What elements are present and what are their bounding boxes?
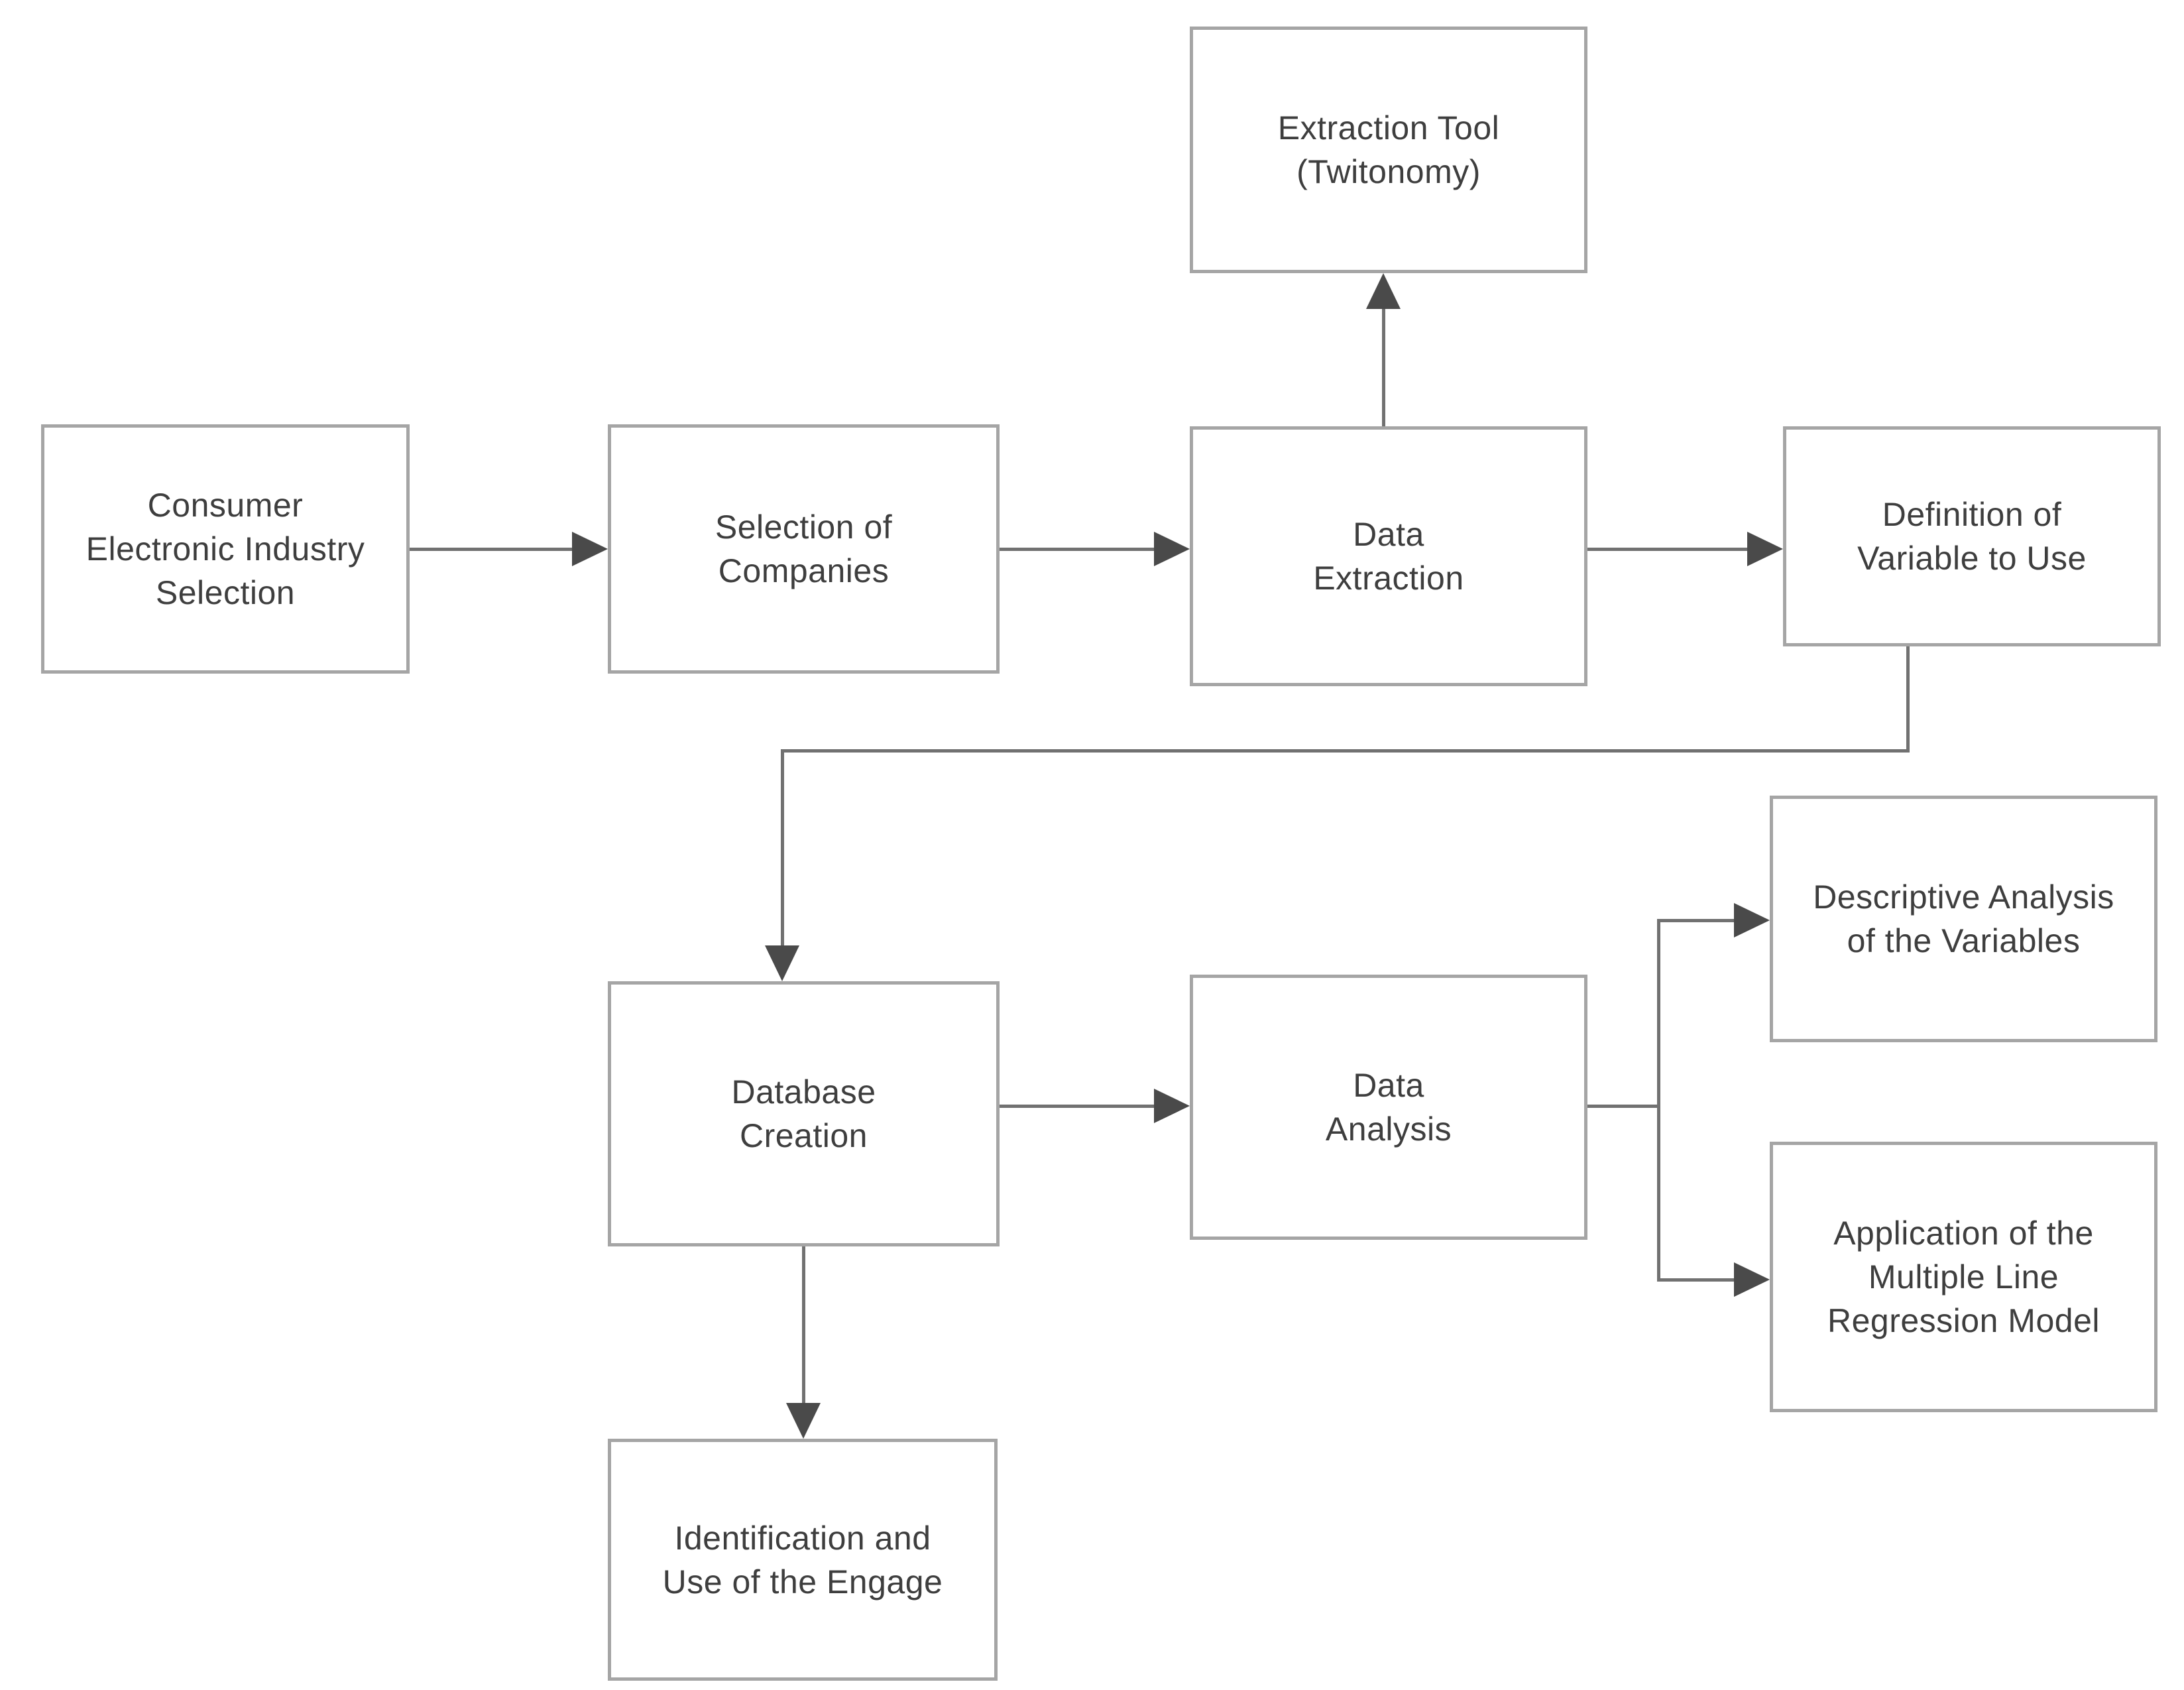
node-consumer-electronic-industry-selection-label: Consumer Electronic Industry Selection <box>86 487 365 611</box>
arrowhead-up-icon <box>1366 273 1401 309</box>
arrowhead-right-icon <box>1747 532 1783 566</box>
arrowhead-right-icon <box>572 532 608 566</box>
arrowhead-right-icon <box>1154 532 1190 566</box>
edge-analysis-to-descriptive-line <box>1657 919 1737 922</box>
edge-definition-to-database-descent-line <box>781 749 784 948</box>
edge-database-to-analysis-line <box>1000 1105 1157 1108</box>
edge-definition-to-database-horizontal-line <box>781 749 1910 753</box>
node-definition-of-variable-to-use-label: Definition of Variable to Use <box>1857 496 2087 577</box>
node-extraction-tool: Extraction Tool (Twitonomy) <box>1190 27 1587 273</box>
arrowhead-right-icon <box>1154 1089 1190 1123</box>
arrowhead-right-icon <box>1734 903 1770 937</box>
node-consumer-electronic-industry-selection: Consumer Electronic Industry Selection <box>41 424 410 674</box>
edge-extraction-to-definition-line <box>1587 548 1750 551</box>
node-database-creation-label: Database Creation <box>731 1073 876 1154</box>
edge-extraction-to-tool-line <box>1382 304 1385 426</box>
node-selection-of-companies-label: Selection of Companies <box>715 509 893 589</box>
node-data-extraction-label: Data Extraction <box>1313 516 1464 597</box>
edge-analysis-branch-stem-line <box>1587 1105 1660 1108</box>
node-extraction-tool-label: Extraction Tool (Twitonomy) <box>1277 109 1500 190</box>
node-application-multiple-line-regression-model-label: Application of the Multiple Line Regress… <box>1827 1215 2100 1339</box>
node-identification-and-use-of-engage: Identification and Use of the Engage <box>608 1439 998 1681</box>
node-identification-and-use-of-engage-label: Identification and Use of the Engage <box>662 1519 943 1600</box>
edge-analysis-to-regression-line <box>1657 1278 1737 1282</box>
node-data-analysis-label: Data Analysis <box>1325 1067 1452 1148</box>
node-descriptive-analysis-of-variables: Descriptive Analysis of the Variables <box>1770 796 2157 1042</box>
arrowhead-down-icon <box>786 1403 821 1439</box>
node-application-multiple-line-regression-model: Application of the Multiple Line Regress… <box>1770 1142 2157 1412</box>
node-descriptive-analysis-of-variables-label: Descriptive Analysis of the Variables <box>1813 878 2114 959</box>
edge-analysis-branch-trunk-line <box>1657 919 1660 1282</box>
edge-industry-to-companies-line <box>410 548 575 551</box>
node-data-extraction: Data Extraction <box>1190 426 1587 686</box>
edge-definition-to-database-drop-line <box>1906 646 1910 753</box>
edge-companies-to-extraction-line <box>1000 548 1157 551</box>
node-definition-of-variable-to-use: Definition of Variable to Use <box>1783 426 2161 646</box>
edge-database-to-engage-line <box>802 1246 805 1407</box>
arrowhead-down-icon <box>765 945 799 981</box>
node-database-creation: Database Creation <box>608 981 1000 1246</box>
node-data-analysis: Data Analysis <box>1190 975 1587 1240</box>
arrowhead-right-icon <box>1734 1262 1770 1297</box>
node-selection-of-companies: Selection of Companies <box>608 424 1000 674</box>
